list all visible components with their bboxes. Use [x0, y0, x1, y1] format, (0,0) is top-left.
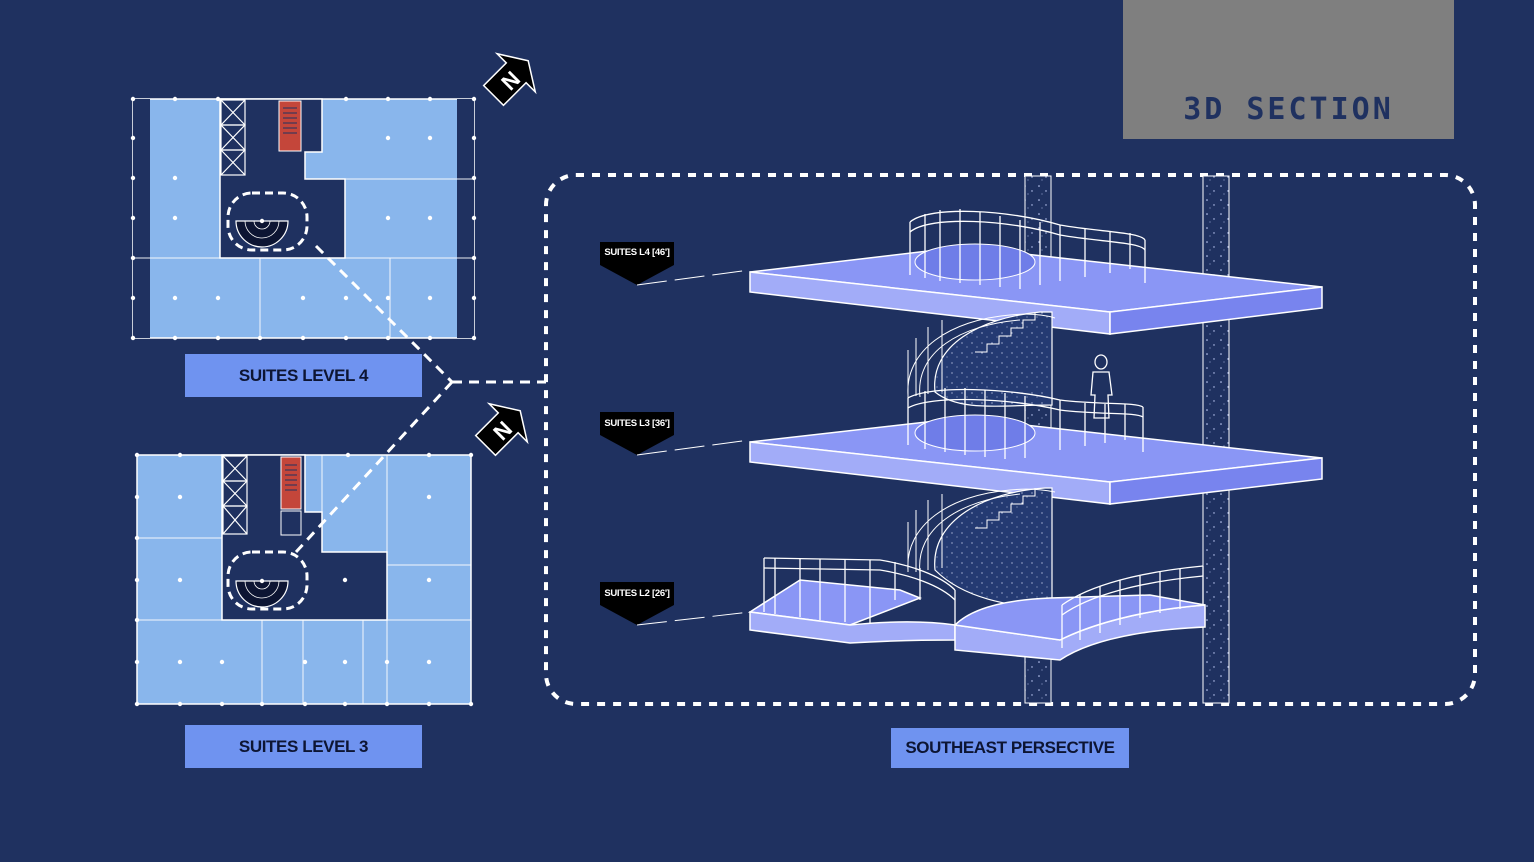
- spiral-stair-plan-icon: [235, 218, 289, 248]
- section-frame: [544, 173, 1477, 706]
- railing-level-2: [763, 557, 1204, 648]
- slab-level-4: [749, 243, 1323, 335]
- person-silhouette-icon: [1090, 354, 1113, 419]
- railing-level-3: [907, 388, 1144, 459]
- caption-suites-level-4: SUITES LEVEL 4: [185, 354, 422, 397]
- spiral-stair-flight: [907, 311, 1056, 407]
- spiral-stair-plan-icon: [235, 578, 289, 608]
- level-marker-l2: [600, 582, 751, 626]
- caption-suites-level-3: SUITES LEVEL 3: [185, 725, 422, 768]
- level-tag-l3: SUITES L3 [36']: [604, 418, 670, 429]
- page-title: 3D SECTION: [1183, 92, 1394, 127]
- level-marker-l4: [600, 242, 751, 286]
- north-arrow-icon: [482, 52, 537, 107]
- caption-southeast-perspective: SOUTHEAST PERSECTIVE: [891, 728, 1129, 768]
- title-panel: 3D SECTION: [1123, 0, 1454, 139]
- floor-plan-level-3: [134, 452, 474, 707]
- level-tag-l2: SUITES L2 [26']: [604, 588, 670, 599]
- slab-level-3: [749, 414, 1323, 505]
- level-tag-l4: SUITES L4 [46']: [604, 247, 670, 258]
- floor-plan-level-4: [130, 96, 477, 341]
- railing-level-4: [909, 209, 1146, 289]
- north-arrow-icon: [474, 402, 529, 457]
- level-marker-l3: [600, 412, 751, 456]
- callout-leader: [294, 244, 546, 554]
- spiral-stair-flight: [907, 487, 1056, 611]
- structural-column: [1202, 175, 1230, 704]
